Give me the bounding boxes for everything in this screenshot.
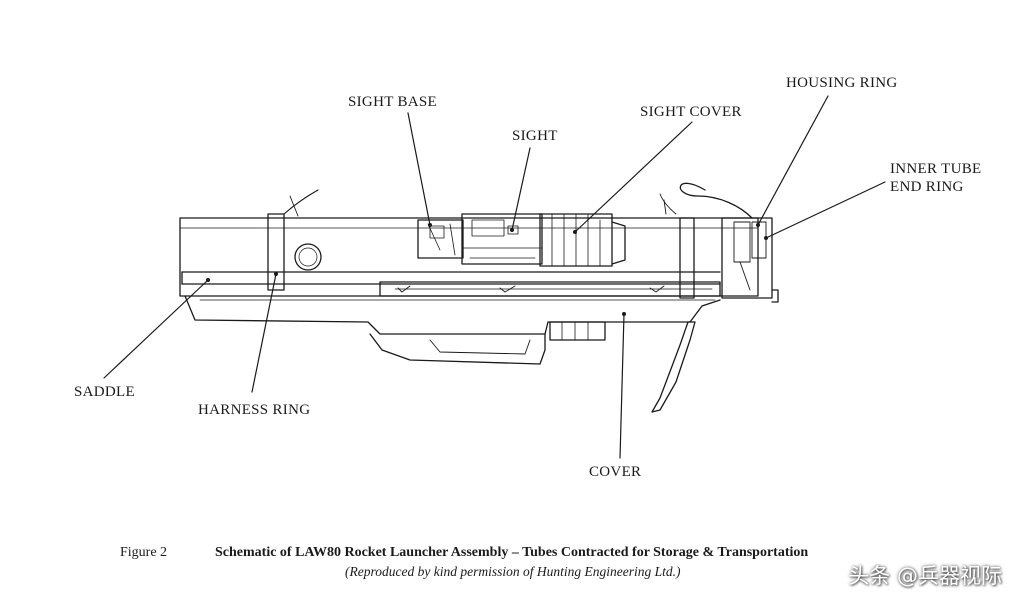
sight-cover-shape (539, 213, 626, 267)
leader-sight-cover (574, 121, 693, 233)
leader-saddle (103, 279, 209, 379)
harness-ring-front (659, 193, 695, 299)
leader-sight (511, 147, 531, 231)
sight-shape (461, 213, 543, 265)
leader-sight-base (407, 112, 431, 226)
label-sight-cover: SIGHT COVER (640, 104, 742, 120)
figure-title: Schematic of LAW80 Rocket Launcher Assem… (215, 545, 809, 560)
label-cover: COVER (589, 464, 642, 480)
label-inner-tube-line2: END RING (890, 179, 964, 195)
leader-inner-tube-end-ring (765, 181, 886, 239)
sight-base-shape (417, 219, 464, 259)
cover-strip (379, 281, 721, 297)
figure-number: Figure 2 (120, 545, 168, 560)
lanyard-loop (679, 182, 753, 219)
grip-housing (369, 321, 606, 365)
maker-roundel (294, 243, 322, 271)
label-inner-tube-line1: INNER TUBE (890, 161, 982, 177)
leader-dots (206, 223, 768, 316)
watermark: 头条 @兵器视际 (848, 564, 1002, 588)
rear-strut (651, 321, 696, 413)
leader-cover (619, 313, 625, 459)
harness-ring-rear (267, 189, 319, 291)
leader-harness-ring (251, 273, 277, 393)
label-sight-base: SIGHT BASE (348, 94, 437, 110)
housing-ring-shape (721, 217, 779, 303)
label-harness-ring: HARNESS RING (198, 402, 311, 418)
leader-lines (103, 95, 886, 459)
label-housing-ring: HOUSING RING (786, 75, 898, 91)
label-saddle: SADDLE (74, 384, 135, 400)
leader-housing-ring (757, 95, 829, 226)
figure-credit: (Reproduced by kind permission of Huntin… (345, 564, 681, 579)
label-inner-tube-end-ring: INNER TUBE END RING (890, 160, 981, 196)
launcher-tube (179, 217, 759, 297)
label-sight: SIGHT (512, 128, 558, 144)
